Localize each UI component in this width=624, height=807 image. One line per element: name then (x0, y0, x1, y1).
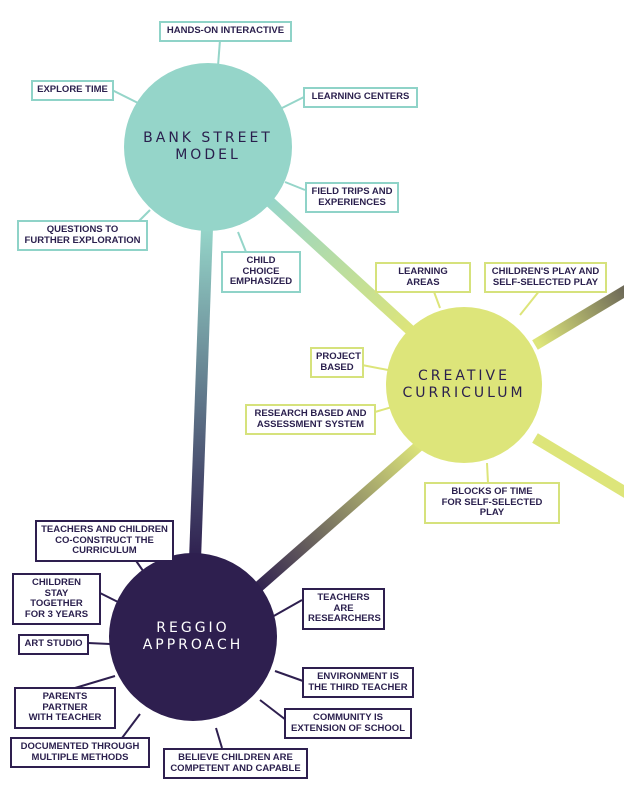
hub-creative-curriculum: CREATIVE CURRICULUM (386, 307, 542, 463)
node-childrens-play: CHILDREN'S PLAY AND SELF-SELECTED PLAY (484, 262, 607, 293)
node-community-extension: COMMUNITY IS EXTENSION OF SCHOOL (284, 708, 412, 739)
connector-creative-out-upper (532, 285, 624, 350)
node-project-based: PROJECT BASED (310, 347, 364, 378)
hub-reggio-approach: REGGIO APPROACH (109, 553, 277, 721)
hub-bank-street-model: BANK STREET MODEL (124, 63, 292, 231)
node-hands-on-interactive: HANDS-ON INTERACTIVE (159, 21, 292, 42)
node-learning-areas: LEARNING AREAS (375, 262, 471, 293)
node-believe-children: BELIEVE CHILDREN ARE COMPETENT AND CAPAB… (163, 748, 308, 779)
connector-reggio-to-creative (251, 440, 424, 595)
node-field-trips: FIELD TRIPS AND EXPERIENCES (305, 182, 399, 213)
node-blocks-of-time: BLOCKS OF TIME FOR SELF-SELECTED PLAY (424, 482, 560, 524)
node-stay-together: CHILDREN STAY TOGETHER FOR 3 YEARS (12, 573, 101, 625)
node-teachers-researchers: TEACHERS ARE RESEARCHERS (302, 588, 385, 630)
connector-bank-to-creative (264, 195, 414, 335)
node-learning-centers: LEARNING CENTERS (303, 87, 418, 108)
node-environment-third-teacher: ENVIRONMENT IS THE THIRD TEACHER (302, 667, 414, 698)
node-explore-time: EXPLORE TIME (31, 80, 114, 101)
connector-bank-to-reggio (189, 228, 213, 560)
node-documented: DOCUMENTED THROUGH MULTIPLE METHODS (10, 737, 150, 768)
node-research-based: RESEARCH BASED AND ASSESSMENT SYSTEM (245, 404, 376, 435)
connector-creative-out-lower (532, 433, 624, 498)
node-questions-exploration: QUESTIONS TO FURTHER EXPLORATION (17, 220, 148, 251)
node-co-construct: TEACHERS AND CHILDREN CO-CONSTRUCT THE C… (35, 520, 174, 562)
node-art-studio: ART STUDIO (18, 634, 89, 655)
node-child-choice: CHILD CHOICE EMPHASIZED (221, 251, 301, 293)
node-parents-partner: PARENTS PARTNER WITH TEACHER (14, 687, 116, 729)
